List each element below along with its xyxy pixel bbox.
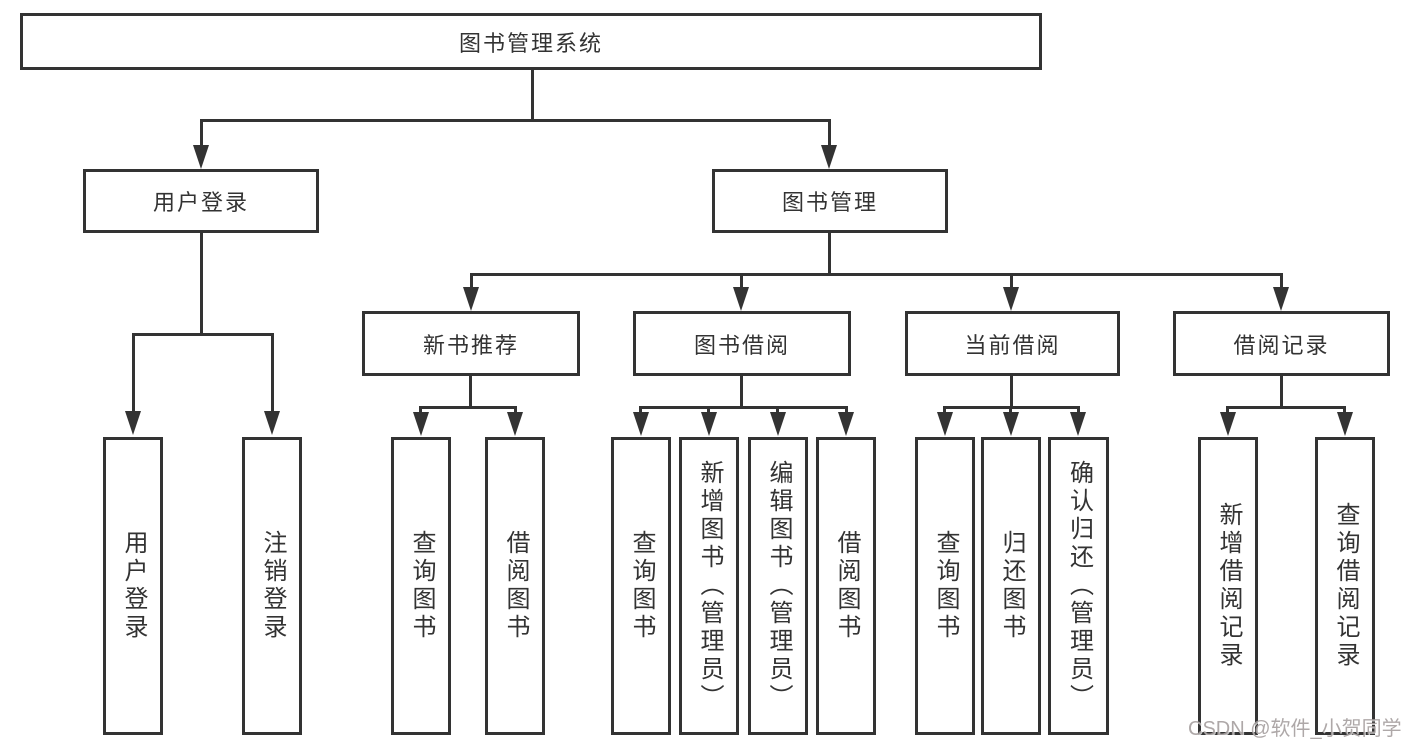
connector-line: [845, 406, 848, 415]
connector-line: [470, 273, 1283, 276]
connector-line: [419, 406, 422, 415]
connector-line: [828, 233, 831, 275]
connector-line: [1010, 376, 1013, 408]
leaf-return-books: 归还图书: [981, 437, 1041, 735]
connector-line: [740, 376, 743, 408]
connector-line: [1009, 406, 1012, 415]
node-label: 查询图书: [932, 530, 959, 642]
connector-line: [740, 273, 743, 289]
node-label: 用户登录: [120, 530, 147, 642]
node-label: 图书借阅: [693, 332, 790, 358]
arrow-down-icon: [1337, 412, 1353, 436]
node-label: 编辑图书（管理员）: [765, 460, 792, 712]
node-new-book-recommendation: 新书推荐: [362, 311, 580, 376]
connector-line: [200, 233, 203, 336]
arrow-down-icon: [1003, 412, 1019, 436]
arrow-down-icon: [701, 412, 717, 436]
node-user-login: 用户登录: [83, 169, 319, 233]
leaf-query-books-borrowing: 查询图书: [611, 437, 671, 735]
connector-line: [1226, 406, 1346, 409]
connector-line: [639, 406, 642, 415]
arrow-down-icon: [125, 411, 141, 435]
connector-line: [132, 333, 274, 336]
arrow-down-icon: [1003, 287, 1019, 311]
arrow-down-icon: [413, 412, 429, 436]
connector-line: [132, 333, 135, 412]
connector-line: [514, 406, 517, 415]
node-label: 新增借阅记录: [1215, 502, 1242, 670]
arrow-down-icon: [770, 412, 786, 436]
node-book-management: 图书管理: [712, 169, 948, 233]
node-label: 用户登录: [152, 190, 249, 215]
arrow-down-icon: [633, 412, 649, 436]
connector-line: [1010, 273, 1013, 289]
connector-line: [639, 406, 848, 409]
arrow-down-icon: [1070, 412, 1086, 436]
connector-line: [200, 119, 831, 122]
node-label: 注销登录: [259, 530, 286, 642]
connector-line: [707, 406, 710, 415]
node-label: 归还图书: [998, 530, 1025, 642]
arrow-down-icon: [821, 145, 837, 169]
connector-line: [1077, 406, 1080, 415]
node-label: 借阅记录: [1233, 332, 1330, 358]
connector-line: [1280, 376, 1283, 408]
node-label: 查询借阅记录: [1332, 502, 1359, 670]
node-label: 图书管理: [781, 190, 878, 215]
connector-line: [470, 273, 473, 289]
connector-line: [1226, 406, 1229, 415]
arrow-down-icon: [507, 412, 523, 436]
node-label: 确认归还（管理员）: [1065, 460, 1093, 712]
node-label: 新书推荐: [422, 332, 519, 358]
leaf-add-borrow-record: 新增借阅记录: [1198, 437, 1258, 735]
arrow-down-icon: [1273, 287, 1289, 311]
node-label: 图书管理系统: [458, 30, 603, 56]
connector-line: [531, 68, 534, 121]
leaf-borrow-books: 借阅图书: [816, 437, 876, 735]
node-label: 借阅图书: [502, 530, 529, 642]
leaf-confirm-return-admin: 确认归还（管理员）: [1048, 437, 1109, 735]
arrow-down-icon: [733, 287, 749, 311]
arrow-down-icon: [264, 411, 280, 435]
node-label: 查询图书: [628, 530, 655, 642]
connector-line: [200, 119, 203, 148]
connector-line: [419, 406, 517, 409]
leaf-query-books-current: 查询图书: [915, 437, 975, 735]
csdn-watermark: CSDN @软件_小贺同学: [1188, 718, 1402, 740]
node-label: 当前借阅: [964, 332, 1061, 358]
arrow-down-icon: [463, 287, 479, 311]
leaf-query-borrow-record: 查询借阅记录: [1315, 437, 1375, 735]
leaf-edit-book-admin: 编辑图书（管理员）: [748, 437, 808, 735]
connector-line: [776, 406, 779, 415]
connector-line: [1280, 273, 1283, 289]
leaf-query-books-recommend: 查询图书: [391, 437, 451, 735]
leaf-user-login: 用户登录: [103, 437, 163, 735]
arrow-down-icon: [838, 412, 854, 436]
node-current-borrowing: 当前借阅: [905, 311, 1120, 376]
arrow-down-icon: [1220, 412, 1236, 436]
connector-line: [469, 376, 472, 408]
node-label: 新增图书（管理员）: [696, 460, 723, 712]
leaf-borrow-books-recommend: 借阅图书: [485, 437, 545, 735]
connector-line: [1343, 406, 1346, 415]
node-label: 借阅图书: [833, 530, 860, 642]
connector-line: [271, 333, 274, 412]
leaf-add-book-admin: 新增图书（管理员）: [679, 437, 739, 735]
connector-line: [943, 406, 946, 415]
node-label: 查询图书: [408, 530, 435, 642]
connector-line: [828, 119, 831, 148]
node-library-management-system: 图书管理系统: [20, 13, 1042, 70]
node-book-borrowing: 图书借阅: [633, 311, 851, 376]
arrow-down-icon: [193, 145, 209, 169]
leaf-logout: 注销登录: [242, 437, 302, 735]
node-borrowing-records: 借阅记录: [1173, 311, 1390, 376]
arrow-down-icon: [937, 412, 953, 436]
